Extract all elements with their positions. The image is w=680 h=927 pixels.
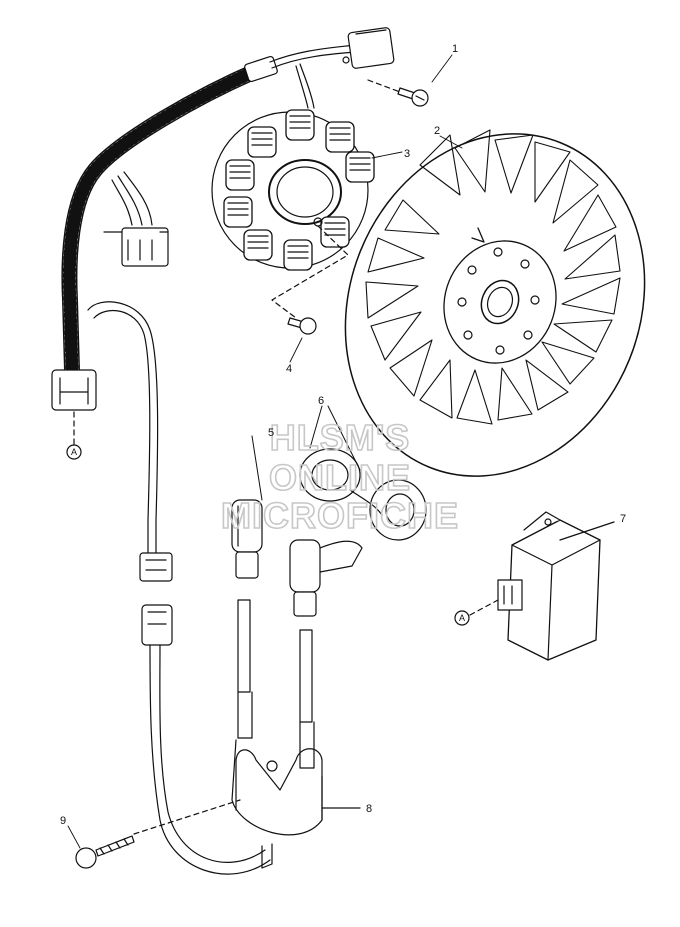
watermark: HLSM'S ONLINE MICROFICHE: [220, 416, 459, 537]
callout-9: 9: [60, 815, 66, 827]
ignition-coil: [231, 599, 361, 869]
callout-1: 1: [452, 43, 458, 55]
callout-4: 4: [286, 363, 292, 375]
callout-8: 8: [366, 803, 372, 815]
leader-lines: [67, 54, 463, 849]
callout-5: 5: [268, 427, 274, 439]
callout-6: 6: [318, 395, 324, 407]
connector-refs: A A: [71, 447, 465, 623]
spark-plug-caps: [231, 405, 427, 617]
callout-labels: 1 2 3 4 5 6 7 8 9: [60, 43, 626, 827]
watermark-line-1: HLSM'S: [270, 417, 411, 458]
stator: [211, 109, 375, 319]
screw-1: [367, 79, 429, 107]
regulator-box: [454, 511, 615, 661]
signal-wire: [87, 301, 271, 875]
callout-7: 7: [620, 513, 626, 525]
wiring-harness: [51, 27, 395, 460]
flywheel: [344, 129, 646, 477]
callout-2: 2: [434, 125, 440, 137]
bolt-9: [75, 799, 241, 869]
callout-3: 3: [404, 148, 410, 160]
connector-ref-right: A: [459, 613, 465, 623]
watermark-line-2: ONLINE: [269, 457, 411, 498]
screw-4: [287, 317, 317, 335]
connector-ref-left: A: [71, 447, 77, 457]
watermark-line-3: MICROFICHE: [221, 495, 459, 536]
